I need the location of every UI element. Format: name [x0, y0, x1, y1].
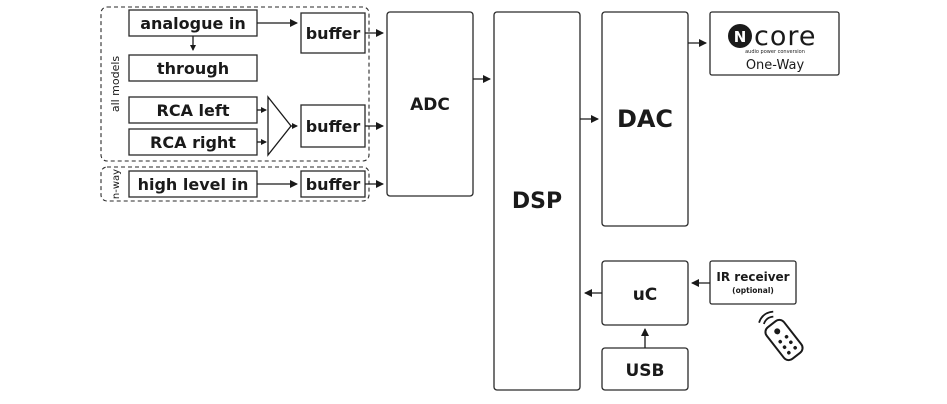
adc-label: ADC: [410, 95, 450, 115]
buffer-label-1: buffer: [306, 24, 361, 43]
buffer-label-3: buffer: [306, 175, 361, 194]
through-block: through: [128, 54, 258, 82]
usb-label: USB: [625, 361, 664, 381]
ncore-model-label: One-Way: [746, 58, 805, 73]
dac-label: DAC: [617, 105, 673, 133]
uc-label: uC: [633, 285, 658, 305]
signal-connections: [190, 19, 710, 348]
rca-right-label: RCA right: [150, 133, 236, 152]
buffer-block-2: buffer: [300, 104, 366, 148]
ir-receiver-block: IR receiver (optional): [709, 260, 797, 305]
n-way-label: n-way: [111, 169, 122, 199]
all-models-group: [100, 6, 370, 162]
rca-right-block: RCA right: [128, 128, 258, 156]
ncore-logo-circle: [728, 24, 752, 48]
buffer-block-3: buffer: [300, 170, 366, 198]
analogue-in-block: analogue in: [128, 9, 258, 37]
adc-block: ADC: [386, 11, 474, 197]
dac-block: DAC: [601, 11, 689, 227]
rca-left-label: RCA left: [157, 101, 230, 120]
high-level-in-block: high level in: [128, 170, 258, 198]
ir-receiver-label: IR receiver: [716, 270, 789, 284]
dsp-label: DSP: [512, 189, 562, 214]
analogue-in-label: analogue in: [140, 14, 246, 33]
summing-junction: [267, 95, 292, 157]
rca-left-block: RCA left: [128, 96, 258, 124]
ncore-tagline: audio power conversion: [745, 49, 805, 55]
buffer-label-2: buffer: [306, 117, 361, 136]
high-level-in-label: high level in: [138, 175, 249, 194]
uc-block: uC: [601, 260, 689, 326]
ncore-logo-letter: N: [734, 28, 747, 46]
through-label: through: [157, 59, 229, 78]
all-models-label: all models: [109, 56, 122, 113]
remote-control-icon: [758, 310, 804, 362]
ncore-logo-word: core: [754, 21, 816, 52]
ncore-one-way-block: N core audio power conversion One-Way: [709, 11, 840, 76]
dsp-block: DSP: [493, 11, 581, 391]
buffer-block-1: buffer: [300, 12, 366, 54]
usb-block: USB: [601, 347, 689, 391]
ir-optional-label: (optional): [732, 286, 774, 295]
